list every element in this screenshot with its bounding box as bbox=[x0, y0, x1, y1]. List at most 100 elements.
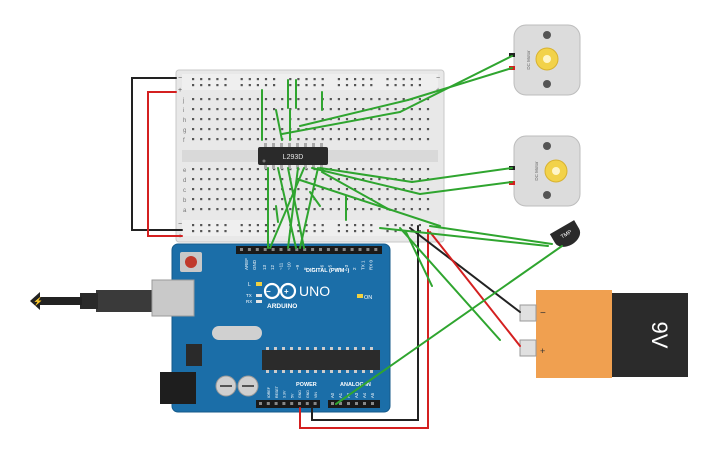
breadboard-hole[interactable] bbox=[362, 208, 365, 211]
breadboard-hole[interactable] bbox=[232, 168, 235, 171]
breadboard-hole[interactable] bbox=[394, 208, 397, 211]
breadboard-hole[interactable] bbox=[224, 208, 227, 211]
header-pin[interactable] bbox=[374, 248, 378, 251]
breadboard-hole[interactable] bbox=[410, 168, 413, 171]
breadboard-hole[interactable] bbox=[426, 128, 430, 131]
breadboard-hole[interactable] bbox=[394, 138, 397, 141]
rail-hole[interactable] bbox=[248, 84, 251, 87]
rail-hole[interactable] bbox=[337, 224, 340, 227]
breadboard-hole[interactable] bbox=[378, 168, 381, 171]
breadboard-hole[interactable] bbox=[208, 128, 211, 131]
breadboard-hole[interactable] bbox=[354, 188, 357, 191]
breadboard-hole[interactable] bbox=[248, 168, 251, 171]
l293d-chip[interactable]: L293D bbox=[258, 143, 328, 169]
rail-hole[interactable] bbox=[305, 224, 308, 227]
breadboard-hole[interactable] bbox=[289, 98, 292, 101]
breadboard-hole[interactable] bbox=[273, 168, 276, 171]
rail-hole[interactable] bbox=[216, 224, 219, 227]
header-pin[interactable] bbox=[326, 248, 330, 251]
breadboard-hole[interactable] bbox=[224, 168, 227, 171]
breadboard-hole[interactable] bbox=[345, 168, 349, 171]
breadboard-hole[interactable] bbox=[256, 128, 259, 131]
breadboard-hole[interactable] bbox=[370, 208, 373, 211]
rail-hole[interactable] bbox=[256, 78, 259, 81]
breadboard-hole[interactable] bbox=[200, 118, 203, 121]
rail-hole[interactable] bbox=[273, 230, 276, 233]
header-pin[interactable] bbox=[311, 248, 315, 251]
breadboard-hole[interactable] bbox=[378, 128, 381, 131]
rail-hole[interactable] bbox=[216, 78, 219, 81]
breadboard-hole[interactable] bbox=[273, 138, 276, 141]
breadboard-hole[interactable] bbox=[281, 108, 284, 111]
breadboard-hole[interactable] bbox=[305, 118, 308, 121]
breadboard-hole[interactable] bbox=[410, 188, 413, 191]
rail-hole[interactable] bbox=[192, 230, 195, 233]
breadboard-hole[interactable] bbox=[418, 188, 421, 191]
rail-hole[interactable] bbox=[394, 224, 397, 227]
breadboard-hole[interactable] bbox=[216, 198, 219, 201]
breadboard-hole[interactable] bbox=[208, 118, 211, 121]
breadboard-hole[interactable] bbox=[192, 178, 195, 181]
breadboard-hole[interactable] bbox=[394, 128, 397, 131]
breadboard-hole[interactable] bbox=[208, 138, 211, 141]
breadboard-hole[interactable] bbox=[264, 118, 268, 121]
rail-hole[interactable] bbox=[394, 84, 397, 87]
breadboard-hole[interactable] bbox=[378, 108, 381, 111]
breadboard-hole[interactable] bbox=[232, 128, 235, 131]
breadboard-hole[interactable] bbox=[313, 118, 316, 121]
breadboard-hole[interactable] bbox=[378, 138, 381, 141]
breadboard-hole[interactable] bbox=[321, 208, 324, 211]
breadboard-hole[interactable] bbox=[192, 138, 195, 141]
breadboard-hole[interactable] bbox=[426, 168, 430, 171]
breadboard-hole[interactable] bbox=[200, 128, 203, 131]
rail-hole[interactable] bbox=[362, 224, 365, 227]
breadboard-hole[interactable] bbox=[248, 108, 251, 111]
rail-hole[interactable] bbox=[200, 78, 203, 81]
breadboard-hole[interactable] bbox=[386, 188, 389, 191]
rail-hole[interactable] bbox=[386, 230, 389, 233]
rail-hole[interactable] bbox=[256, 230, 259, 233]
breadboard-hole[interactable] bbox=[362, 98, 365, 101]
breadboard-hole[interactable] bbox=[224, 198, 227, 201]
rail-hole[interactable] bbox=[345, 224, 349, 227]
breadboard-hole[interactable] bbox=[264, 128, 268, 131]
rail-hole[interactable] bbox=[200, 224, 203, 227]
breadboard-hole[interactable] bbox=[297, 138, 300, 141]
header-pin[interactable] bbox=[371, 402, 374, 405]
breadboard-hole[interactable] bbox=[240, 138, 243, 141]
breadboard-hole[interactable] bbox=[329, 138, 332, 141]
header-pin[interactable] bbox=[271, 248, 275, 251]
breadboard-hole[interactable] bbox=[248, 98, 251, 101]
rail-hole[interactable] bbox=[289, 84, 292, 87]
breadboard-hole[interactable] bbox=[329, 108, 332, 111]
breadboard-hole[interactable] bbox=[410, 108, 413, 111]
rail-hole[interactable] bbox=[208, 230, 211, 233]
rail-hole[interactable] bbox=[362, 230, 365, 233]
breadboard-hole[interactable] bbox=[418, 118, 421, 121]
header-pin[interactable] bbox=[298, 402, 301, 405]
rail-hole[interactable] bbox=[208, 84, 211, 87]
breadboard-hole[interactable] bbox=[418, 178, 421, 181]
breadboard-hole[interactable] bbox=[402, 198, 405, 201]
rail-hole[interactable] bbox=[297, 230, 300, 233]
rail-hole[interactable] bbox=[362, 78, 365, 81]
wires[interactable] bbox=[131, 55, 563, 429]
breadboard-hole[interactable] bbox=[192, 128, 195, 131]
breadboard-hole[interactable] bbox=[224, 178, 227, 181]
breadboard-hole[interactable] bbox=[192, 188, 195, 191]
breadboard-hole[interactable] bbox=[394, 198, 397, 201]
breadboard-hole[interactable] bbox=[273, 108, 276, 111]
breadboard-hole[interactable] bbox=[394, 168, 397, 171]
rail-hole[interactable] bbox=[264, 230, 268, 233]
rail-hole[interactable] bbox=[297, 224, 300, 227]
header-pin[interactable] bbox=[303, 248, 307, 251]
arduino-uno-board[interactable]: ⚡ − + UNO ARDUINO ON L TX bbox=[30, 243, 391, 413]
header-pin[interactable] bbox=[363, 402, 366, 405]
breadboard-hole[interactable] bbox=[410, 138, 413, 141]
header-pin[interactable] bbox=[240, 248, 243, 251]
breadboard-hole[interactable] bbox=[240, 198, 243, 201]
breadboard-hole[interactable] bbox=[394, 98, 397, 101]
breadboard-hole[interactable] bbox=[289, 188, 292, 191]
header-pin[interactable] bbox=[290, 402, 294, 405]
header-pin[interactable] bbox=[266, 402, 270, 405]
